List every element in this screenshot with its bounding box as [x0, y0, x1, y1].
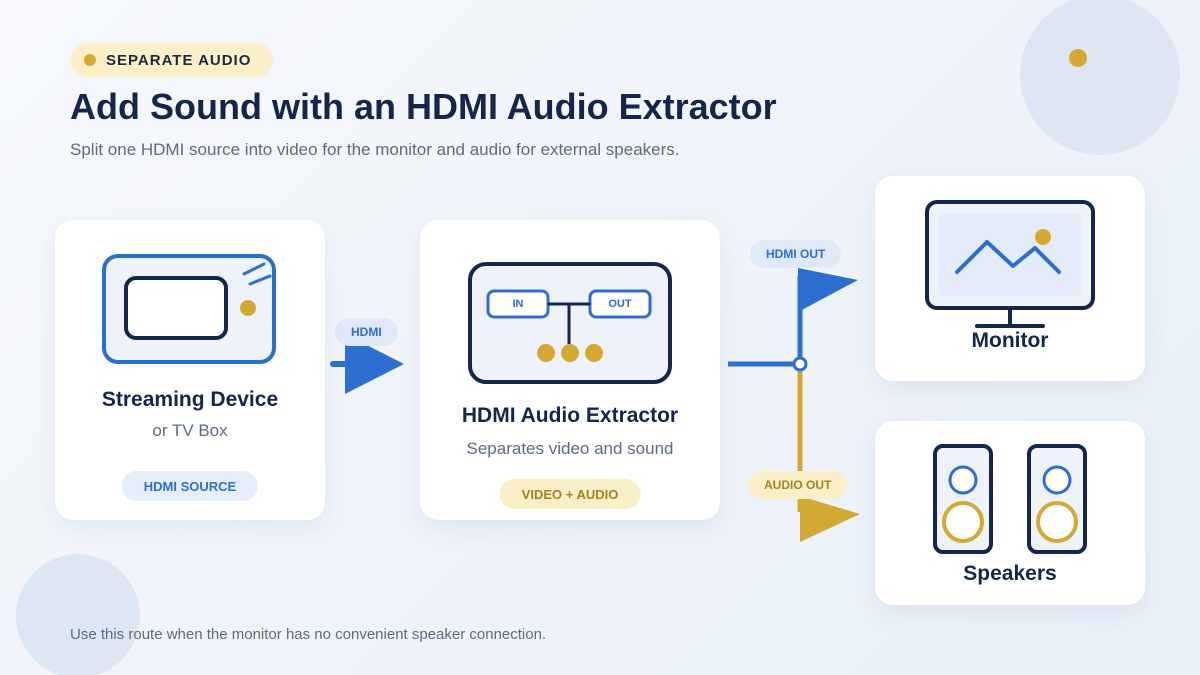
monitor-card: Monitor — [875, 176, 1145, 381]
decorative-circle-top-right — [1020, 0, 1180, 155]
tv-box-icon — [102, 254, 276, 364]
split-junction-icon — [792, 356, 808, 372]
hdmi-out-label: HDMI OUT — [750, 240, 842, 268]
source-subtitle: or TV Box — [152, 421, 228, 440]
port-out-label: OUT — [608, 298, 632, 310]
extractor-device-icon — [468, 262, 672, 384]
audio-out-arrow-icon — [800, 496, 860, 542]
extractor-name: HDMI Audio Extractor — [461, 404, 679, 427]
streaming-device-card: Streaming Device or TV Box HDMI SOURCE — [55, 220, 325, 520]
port-in-label: IN — [512, 298, 524, 310]
category-badge: SEPARATE AUDIO — [70, 43, 274, 77]
page-subtitle: Split one HDMI source into video for the… — [70, 140, 680, 159]
badge-dot-icon — [84, 54, 96, 66]
monitor-icon — [925, 200, 1095, 328]
decorative-circle-bottom-left — [16, 554, 140, 675]
footnote: Use this route when the monitor has no c… — [70, 626, 547, 643]
decorative-dot — [1069, 49, 1087, 67]
hdmi-connector-label: HDMI — [335, 318, 398, 346]
speakers-icon — [933, 444, 1087, 554]
badge-label: SEPARATE AUDIO — [106, 51, 252, 69]
source-name: Streaming Device — [101, 388, 279, 411]
source-pill: HDMI SOURCE — [121, 471, 259, 501]
audio-out-label: AUDIO OUT — [748, 471, 848, 499]
speakers-card: Speakers — [875, 421, 1145, 605]
extractor-subtitle: Separates video and sound — [466, 439, 674, 458]
audio-extractor-card: IN OUT HDMI Audio Extractor Separates vi… — [420, 220, 720, 520]
speakers-name: Speakers — [963, 562, 1057, 585]
page-title: Add Sound with an HDMI Audio Extractor — [70, 86, 777, 127]
monitor-name: Monitor — [971, 329, 1049, 352]
hdmi-input-arrow-icon — [345, 334, 404, 394]
extractor-pill: VIDEO + AUDIO — [499, 479, 641, 509]
hdmi-out-arrow-icon — [798, 268, 858, 312]
